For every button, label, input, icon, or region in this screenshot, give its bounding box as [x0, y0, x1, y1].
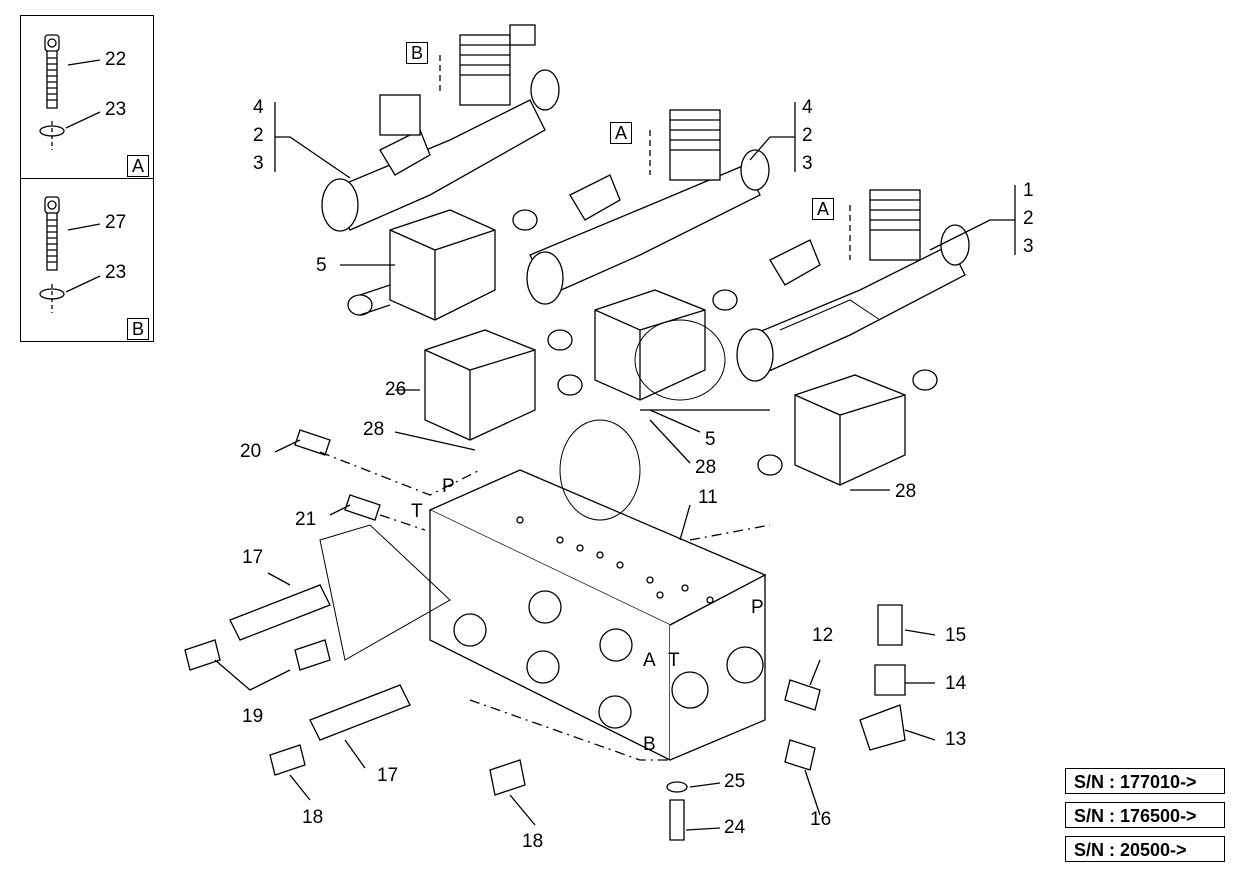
- detail-a-screw: [39, 34, 101, 150]
- detail-b-tag: B: [127, 318, 150, 340]
- callout-24: 24: [724, 817, 746, 838]
- subplate-5-middle: [557, 289, 738, 401]
- section-tag-b-top: B: [406, 42, 429, 64]
- callout-3-left: 3: [253, 153, 264, 174]
- callout-5-middle: 5: [705, 429, 716, 450]
- callout-4-left: 4: [253, 97, 264, 118]
- callout-18-left: 18: [302, 807, 324, 828]
- callout-2-left: 2: [253, 125, 264, 146]
- solenoid-valve-right: [736, 189, 970, 382]
- callout-17-upper: 17: [242, 547, 264, 568]
- callout-18-middle: 18: [522, 831, 544, 852]
- callout-21: 21: [295, 509, 317, 530]
- callout-4-middle: 4: [802, 97, 813, 118]
- callout-28-middle: 28: [695, 457, 717, 478]
- solenoid-valve-left: [321, 24, 560, 232]
- callout-22: 22: [105, 49, 127, 70]
- callout-2-middle: 2: [802, 125, 813, 146]
- port-t-top: T: [411, 501, 423, 522]
- detail-box-b: [20, 178, 154, 342]
- callout-28-left: 28: [363, 419, 385, 440]
- detail-box-a: [20, 15, 154, 179]
- solenoid-valve-middle: [526, 109, 770, 305]
- callout-17-lower: 17: [377, 765, 399, 786]
- section-tag-a-right: A: [812, 198, 835, 220]
- subplate-5-left: [347, 209, 538, 321]
- detail-a-tag: A: [127, 155, 150, 177]
- detail-b-screw: [39, 196, 101, 313]
- callout-3-right: 3: [1023, 236, 1034, 257]
- port-a-side: A: [643, 650, 656, 671]
- callout-15: 15: [945, 625, 967, 646]
- callout-23-a: 23: [105, 99, 127, 120]
- callout-16: 16: [810, 809, 832, 830]
- port-b-side: B: [643, 734, 656, 755]
- fittings: [184, 429, 906, 841]
- serial-box-2: S/N : 176500->: [1065, 802, 1225, 828]
- callout-26: 26: [385, 379, 407, 400]
- callout-1: 1: [1023, 180, 1034, 201]
- callout-23-b: 23: [105, 262, 127, 283]
- callout-5-left: 5: [316, 255, 327, 276]
- callout-25: 25: [724, 771, 746, 792]
- callout-14: 14: [945, 673, 967, 694]
- subplate-5-right: [757, 369, 938, 486]
- callout-28-right: 28: [895, 481, 917, 502]
- callout-27: 27: [105, 212, 127, 233]
- serial-box-1: S/N : 177010->: [1065, 768, 1225, 794]
- callout-11: 11: [698, 487, 718, 508]
- callout-19: 19: [242, 706, 264, 727]
- watermark-outline: [319, 299, 881, 661]
- port-p-top: P: [442, 476, 455, 497]
- section-tag-a-middle: A: [610, 122, 633, 144]
- callout-3-middle: 3: [802, 153, 813, 174]
- port-p-side: P: [751, 597, 764, 618]
- callout-20: 20: [240, 441, 262, 462]
- callout-13: 13: [945, 729, 967, 750]
- port-t-side: T: [668, 650, 680, 671]
- callout-12: 12: [812, 625, 834, 646]
- callout-2-right: 2: [1023, 208, 1034, 229]
- serial-box-3: S/N : 20500->: [1065, 836, 1225, 862]
- manifold-block-11: [428, 469, 767, 762]
- block-26: [424, 329, 573, 441]
- leader-lines: [214, 55, 1016, 831]
